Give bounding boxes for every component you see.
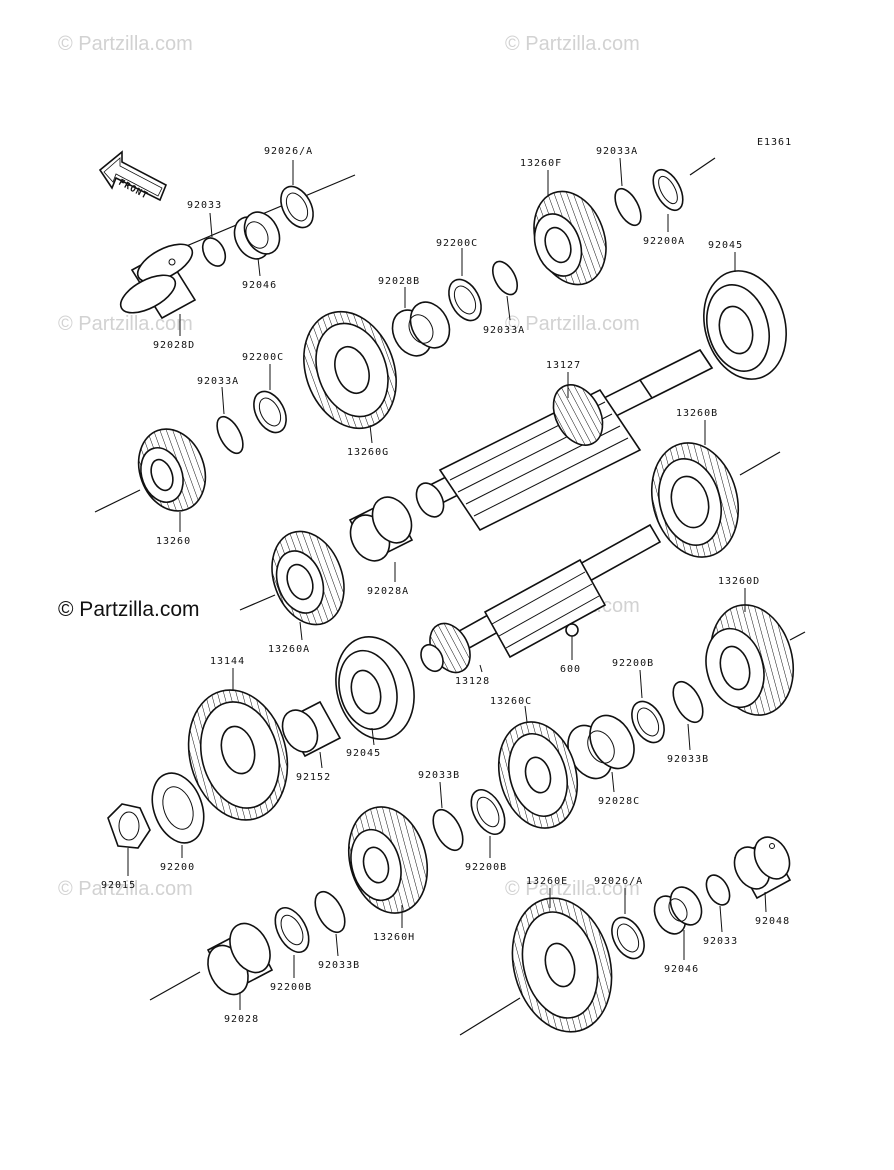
watermark-faint: © Partzilla.com [58,313,193,335]
label-13128: 13128 [455,676,490,687]
needle-bearing-92046-top [233,211,281,260]
countershaft-13127 [415,348,714,532]
label-92046-bottom: 92046 [664,964,699,975]
label-13260f: 13260F [520,158,562,169]
gear-13260d [705,604,795,716]
washer-92200a [652,168,684,212]
label-92152: 92152 [296,772,331,783]
label-600: 600 [560,664,581,675]
label-13260h: 13260H [373,932,415,943]
label-92033-top: 92033 [187,200,222,211]
label-13260e: 13260E [526,876,568,887]
steel-ball-600 [565,623,579,637]
label-13260g: 13260G [347,447,389,458]
front-arrow-icon: FRONT [98,150,168,202]
needle-bearing-92046-bottom [653,886,703,935]
circlip-92033b-right [672,680,704,724]
label-92200b-mid: 92200B [465,862,507,873]
watermark-faint: © Partzilla.com [505,878,640,900]
label-92033b-right: 92033B [667,754,709,765]
nut-92015 [107,803,151,849]
label-92033a-topright: 92033A [596,146,638,157]
label-92028c: 92028C [598,796,640,807]
label-13260a: 13260A [268,644,310,655]
washer-92200c-top [448,278,482,322]
label-92033-bottom: 92033 [703,936,738,947]
label-92028b: 92028B [378,276,420,287]
label-92033a-left: 92033A [197,376,239,387]
circlip-92033a-topright [614,187,642,227]
label-92046-top: 92046 [242,280,277,291]
label-13260c: 13260C [490,696,532,707]
watermark-faint: © Partzilla.com [505,313,640,335]
label-92045-top: 92045 [708,240,743,251]
watermark-dark: © Partzilla.com [58,598,200,621]
collar-92152 [281,700,342,758]
sprocket-13144 [187,689,289,821]
label-92028: 92028 [224,1014,259,1025]
label-13260d: 13260D [718,576,760,587]
diagram-code: E1361 [757,137,792,148]
gear-13260e [511,897,613,1033]
ball-bearing-92045-top [703,270,787,380]
washer-92200b-right [631,700,665,744]
label-92028a: 92028A [367,586,409,597]
label-92033b-mid: 92033B [418,770,460,781]
label-92200b-left: 92200B [270,982,312,993]
circlip-92033-bottom [705,874,731,906]
washer-92200b-left [274,907,310,953]
washer-92026a-top [280,185,314,229]
bushing-92028a [348,496,414,562]
label-92200c-left: 92200C [242,352,284,363]
label-92045-mid: 92045 [346,748,381,759]
gear-13260g [303,310,397,430]
gear-13260a [271,530,345,626]
label-92200a: 92200A [643,236,685,247]
gear-13260c [497,721,579,829]
label-92028d: 92028D [153,340,195,351]
gear-13260h [347,806,429,914]
ball-bearing-92045-mid [335,636,415,740]
label-13260b: 13260B [676,408,718,419]
watermark-faint: © Partzilla.com [58,878,193,900]
gear-13260b [650,442,740,558]
circlip-92033b-mid [432,808,464,852]
label-92200b-right: 92200B [612,658,654,669]
label-92200c-top: 92200C [436,238,478,249]
gear-13260 [137,428,207,512]
label-92026a-top: 92026/A [264,146,313,157]
label-92033a-mid: 92033A [483,325,525,336]
circlip-92033b-left [314,890,346,934]
washer-92200b-mid [470,789,506,835]
bushing-92048 [733,836,792,900]
washer-92200 [151,772,205,844]
gear-13260f [533,190,607,286]
label-13260: 13260 [156,536,191,547]
bushing-92028 [206,922,274,996]
label-92026a-bottom: 92026/A [594,876,643,887]
drive-shaft-13128 [420,523,662,674]
circlip-92033a-left [216,415,244,455]
circlip-92033-top [201,237,227,267]
label-13127: 13127 [546,360,581,371]
washer-92026a-bottom [611,916,645,960]
label-92015: 92015 [101,880,136,891]
watermark-faint: © Partzilla.com [58,33,193,55]
label-92048: 92048 [755,916,790,927]
label-92033b-left: 92033B [318,960,360,971]
bushing-92028d [119,243,197,320]
label-13144: 13144 [210,656,245,667]
needle-bearing-92028c [567,714,635,780]
needle-bearing-92028b [391,301,451,357]
label-92200: 92200 [160,862,195,873]
watermark-faint: © Partzilla.com [505,33,640,55]
circlip-92033a-mid [491,260,519,296]
washer-92200c-left [253,390,287,434]
